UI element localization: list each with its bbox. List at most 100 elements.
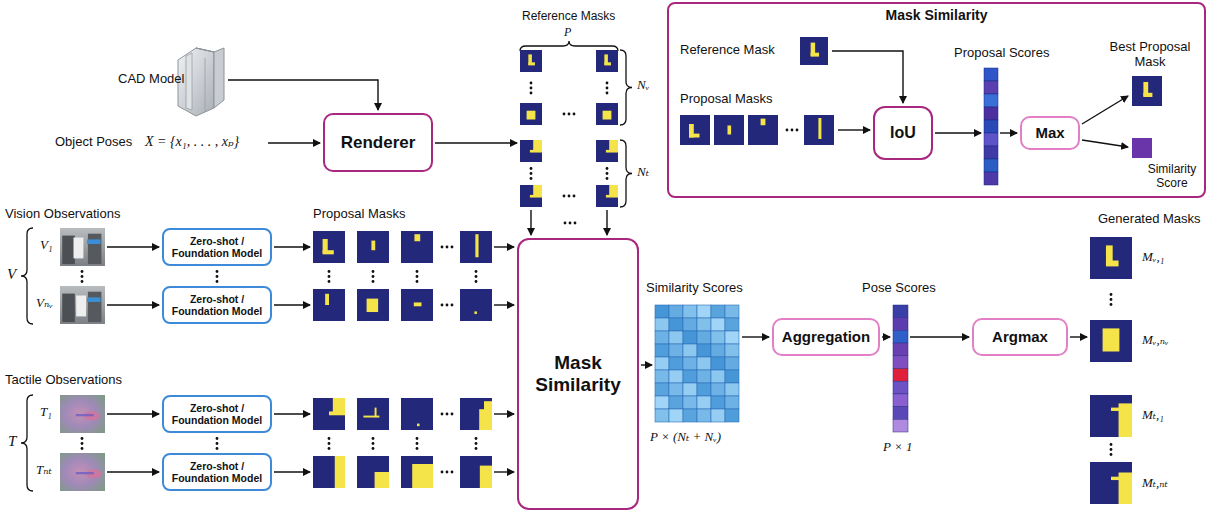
flow-arrow <box>435 142 517 143</box>
ellipsis-dots <box>1110 453 1113 456</box>
mask-image <box>460 398 492 430</box>
math-symbol: Mₜ,₁ <box>1142 408 1164 423</box>
mask-image <box>460 289 492 321</box>
ellipsis-dots <box>451 304 454 307</box>
mask-region <box>474 311 477 314</box>
ellipsis-dots <box>372 442 375 445</box>
score-cell <box>725 357 739 370</box>
score-cell <box>655 409 669 422</box>
ellipsis-dots <box>786 129 789 132</box>
ellipsis-dots <box>81 270 84 273</box>
score-cell <box>655 331 669 344</box>
score-cell <box>669 357 683 370</box>
flow-arrow <box>494 304 514 305</box>
mask-image <box>401 456 433 488</box>
mask-region <box>414 302 422 306</box>
ellipsis-dots <box>81 275 84 278</box>
flow-arrow <box>494 246 514 247</box>
ellipsis-dots <box>606 167 609 170</box>
curly-brace <box>520 41 618 51</box>
mask-image <box>520 103 542 125</box>
annotation-label: CAD Model <box>118 72 184 87</box>
mask-region <box>728 126 732 135</box>
score-cell <box>669 331 683 344</box>
gripper <box>88 292 102 322</box>
score-cell <box>683 357 697 370</box>
model-box: Zero-shot / Foundation Model <box>162 228 272 266</box>
flow-arrow <box>268 142 320 143</box>
mask-image <box>357 231 389 263</box>
annotation-label: Similarity Scores <box>646 281 743 296</box>
flow-arrow <box>641 364 652 365</box>
score-cell <box>669 396 683 409</box>
box-label: Zero-shot / Foundation Model <box>170 402 264 426</box>
score-cell <box>893 330 908 343</box>
annotation-label: Vision Observations <box>5 207 120 222</box>
score-cell <box>669 344 683 357</box>
flow-arrow <box>274 246 310 247</box>
annotation-label: Similarity Score <box>1140 163 1204 191</box>
flow-arrow <box>228 80 378 110</box>
mask-region <box>604 62 611 65</box>
mask-region <box>609 185 618 196</box>
gripper <box>88 234 102 264</box>
ellipsis-dots <box>530 87 533 90</box>
tactile-image <box>60 453 105 491</box>
ellipsis-dots <box>372 437 375 440</box>
score-cell <box>1132 138 1152 158</box>
mask-region <box>818 118 821 139</box>
ellipsis-dots <box>328 447 331 450</box>
ellipsis-dots <box>530 177 533 180</box>
mask-image <box>313 289 345 321</box>
curly-brace <box>21 395 33 491</box>
mask-image <box>520 50 542 72</box>
score-cell <box>683 383 697 396</box>
ellipsis-dots <box>569 222 572 225</box>
math-symbol: T <box>8 433 16 450</box>
mask-region <box>325 294 329 305</box>
mask-image <box>520 140 542 162</box>
mask-image <box>520 185 542 207</box>
ellipsis-dots <box>216 437 219 440</box>
mask-region <box>414 234 420 241</box>
ellipsis-dots <box>606 177 609 180</box>
ellipsis-dots <box>606 172 609 175</box>
score-cell <box>655 305 669 318</box>
math-symbol: Vₙᵥ <box>36 296 53 311</box>
contact-edge <box>76 414 94 416</box>
ellipsis-dots <box>791 129 794 132</box>
process-box: Argmax <box>972 318 1068 356</box>
score-cell <box>984 159 998 172</box>
mask-image <box>596 103 618 125</box>
mask-region <box>1106 261 1119 267</box>
ellipsis-dots <box>1110 443 1113 446</box>
box-label: Zero-shot / Foundation Model <box>170 460 264 484</box>
annotation-label: Tactile Observations <box>5 373 122 388</box>
mask-region <box>375 472 389 488</box>
ellipsis-dots <box>606 87 609 90</box>
mask-region <box>527 111 536 120</box>
ellipsis-dots <box>328 275 331 278</box>
score-cell <box>655 318 669 331</box>
score-cell <box>683 409 697 422</box>
ellipsis-dots <box>446 413 449 416</box>
score-cell <box>697 357 711 370</box>
box-label: Renderer <box>341 133 416 153</box>
mask-region <box>530 195 542 198</box>
ellipsis-dots <box>563 195 566 198</box>
ellipsis-dots <box>81 447 84 450</box>
process-box: Max <box>1020 116 1080 150</box>
score-cell <box>984 81 998 94</box>
mask-region <box>1111 477 1119 480</box>
mask-region <box>689 134 700 138</box>
score-cell <box>725 331 739 344</box>
annotation-label: Proposal Masks <box>680 92 772 107</box>
mask-image <box>401 231 433 263</box>
math-symbol: P × 1 <box>883 440 912 455</box>
ellipsis-dots <box>530 172 533 175</box>
math-symbol: Mᵥ,ₙᵥ <box>1142 333 1169 348</box>
ellipsis-dots <box>1110 298 1113 301</box>
mask-image <box>596 185 618 207</box>
mask-region <box>367 299 379 312</box>
ellipsis-dots <box>564 222 567 225</box>
